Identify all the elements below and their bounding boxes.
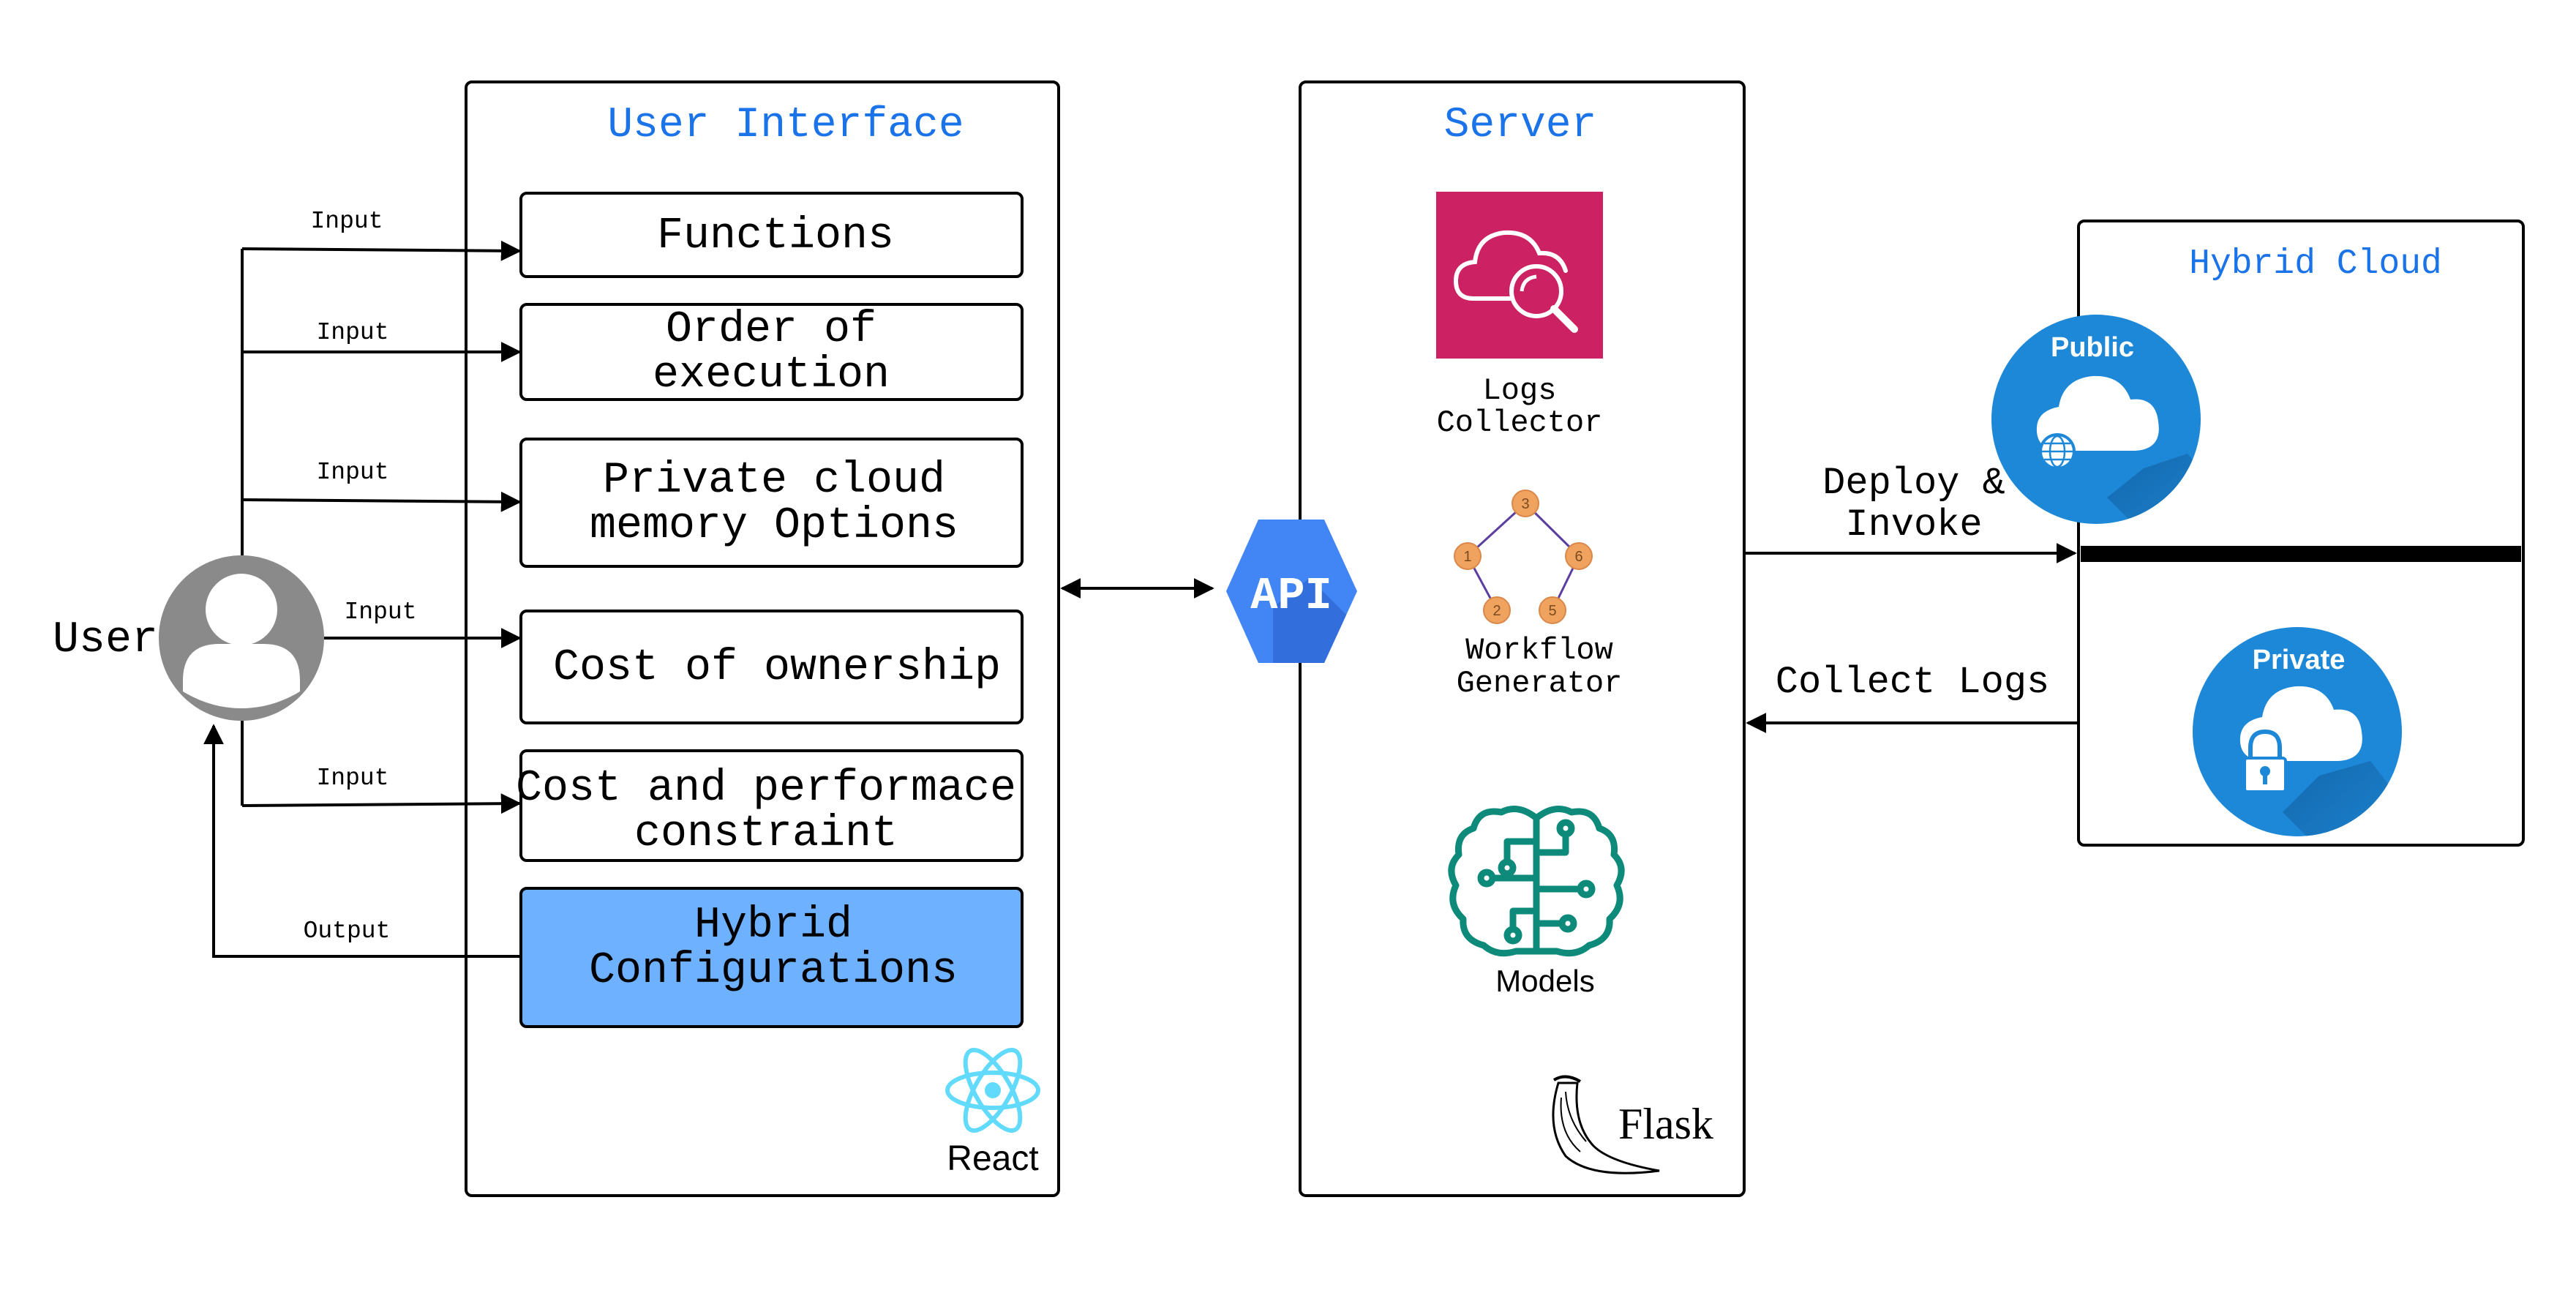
- user-label: User: [53, 615, 158, 665]
- input-label-4: Input: [344, 599, 416, 626]
- ui-box-private-cloud-memory: Private cloud memory Options: [519, 438, 1024, 568]
- workflow-generator-line2: Generator: [1457, 666, 1623, 701]
- input-label-2: Input: [316, 319, 388, 346]
- collect-logs-label: Collect Logs: [1776, 661, 2049, 704]
- workflow-node-5: 5: [1548, 603, 1556, 619]
- ui-box-order-line2: execution: [653, 350, 890, 400]
- ui-box-hybrid-line1: Hybrid: [694, 901, 852, 951]
- cloud-divider: [2081, 546, 2521, 562]
- logs-search-cloud-icon: [1436, 192, 1603, 359]
- logs-collector-line2: Collector: [1437, 405, 1603, 440]
- models-label: Models: [1495, 964, 1594, 998]
- logs-collector-line1: Logs: [1483, 373, 1557, 408]
- server-title: Server: [1444, 102, 1597, 149]
- workflow-node-1: 1: [1463, 549, 1471, 565]
- ui-box-functions: Functions: [519, 192, 1024, 278]
- workflow-node-3: 3: [1521, 496, 1529, 512]
- ui-box-hybrid-line2: Configurations: [589, 946, 958, 996]
- ui-box-cost-performance: Cost and performace constraint: [516, 749, 1024, 862]
- ui-box-order-of-execution: Order of execution: [519, 303, 1024, 401]
- ui-box-order-line1: Order of: [666, 305, 876, 355]
- ui-box-private-line1: Private cloud: [603, 456, 945, 506]
- ui-box-cost-perf-line1: Cost and performace: [516, 764, 1016, 814]
- public-cloud-globe-icon: Public: [1991, 315, 2201, 524]
- ui-box-hybrid-configurations: Hybrid Configurations: [519, 887, 1024, 1028]
- private-cloud-label: Private: [2253, 645, 2346, 675]
- user-avatar-icon: [159, 555, 324, 721]
- public-cloud-label: Public: [2051, 332, 2134, 363]
- api-hexagon-icon: API: [1226, 520, 1357, 663]
- input-label-5: Input: [316, 765, 388, 792]
- output-connector: [203, 724, 521, 958]
- deploy-label-line2: Invoke: [1845, 503, 1982, 547]
- ui-box-cost-of-ownership: Cost of ownership: [519, 610, 1024, 724]
- workflow-node-2: 2: [1492, 603, 1501, 619]
- input-label-1: Input: [310, 208, 383, 235]
- input-label-3: Input: [316, 459, 388, 486]
- flask-horn-icon: [1552, 1075, 1660, 1174]
- hybrid-cloud-title: Hybrid Cloud: [2189, 244, 2442, 284]
- workflow-tree-icon: 3 1 6 2 5: [1454, 490, 1593, 624]
- workflow-generator-line1: Workflow: [1465, 633, 1613, 668]
- user-interface-title: User Interface: [607, 102, 964, 149]
- output-label: Output: [304, 918, 391, 945]
- react-atom-icon: [945, 1047, 1040, 1133]
- deploy-label-line1: Deploy &: [1822, 462, 2005, 505]
- ui-box-functions-label: Functions: [657, 211, 894, 261]
- input-connectors: [241, 240, 522, 814]
- ui-box-cost-perf-line2: constraint: [634, 809, 898, 859]
- brain-circuit-icon: [1448, 806, 1625, 957]
- api-label: API: [1250, 570, 1332, 622]
- workflow-node-6: 6: [1574, 549, 1582, 565]
- ui-box-private-line2: memory Options: [590, 501, 958, 551]
- flask-label: Flask: [1618, 1100, 1713, 1148]
- react-label: React: [947, 1139, 1038, 1178]
- ui-box-cost-ownership-label: Cost of ownership: [553, 643, 1001, 693]
